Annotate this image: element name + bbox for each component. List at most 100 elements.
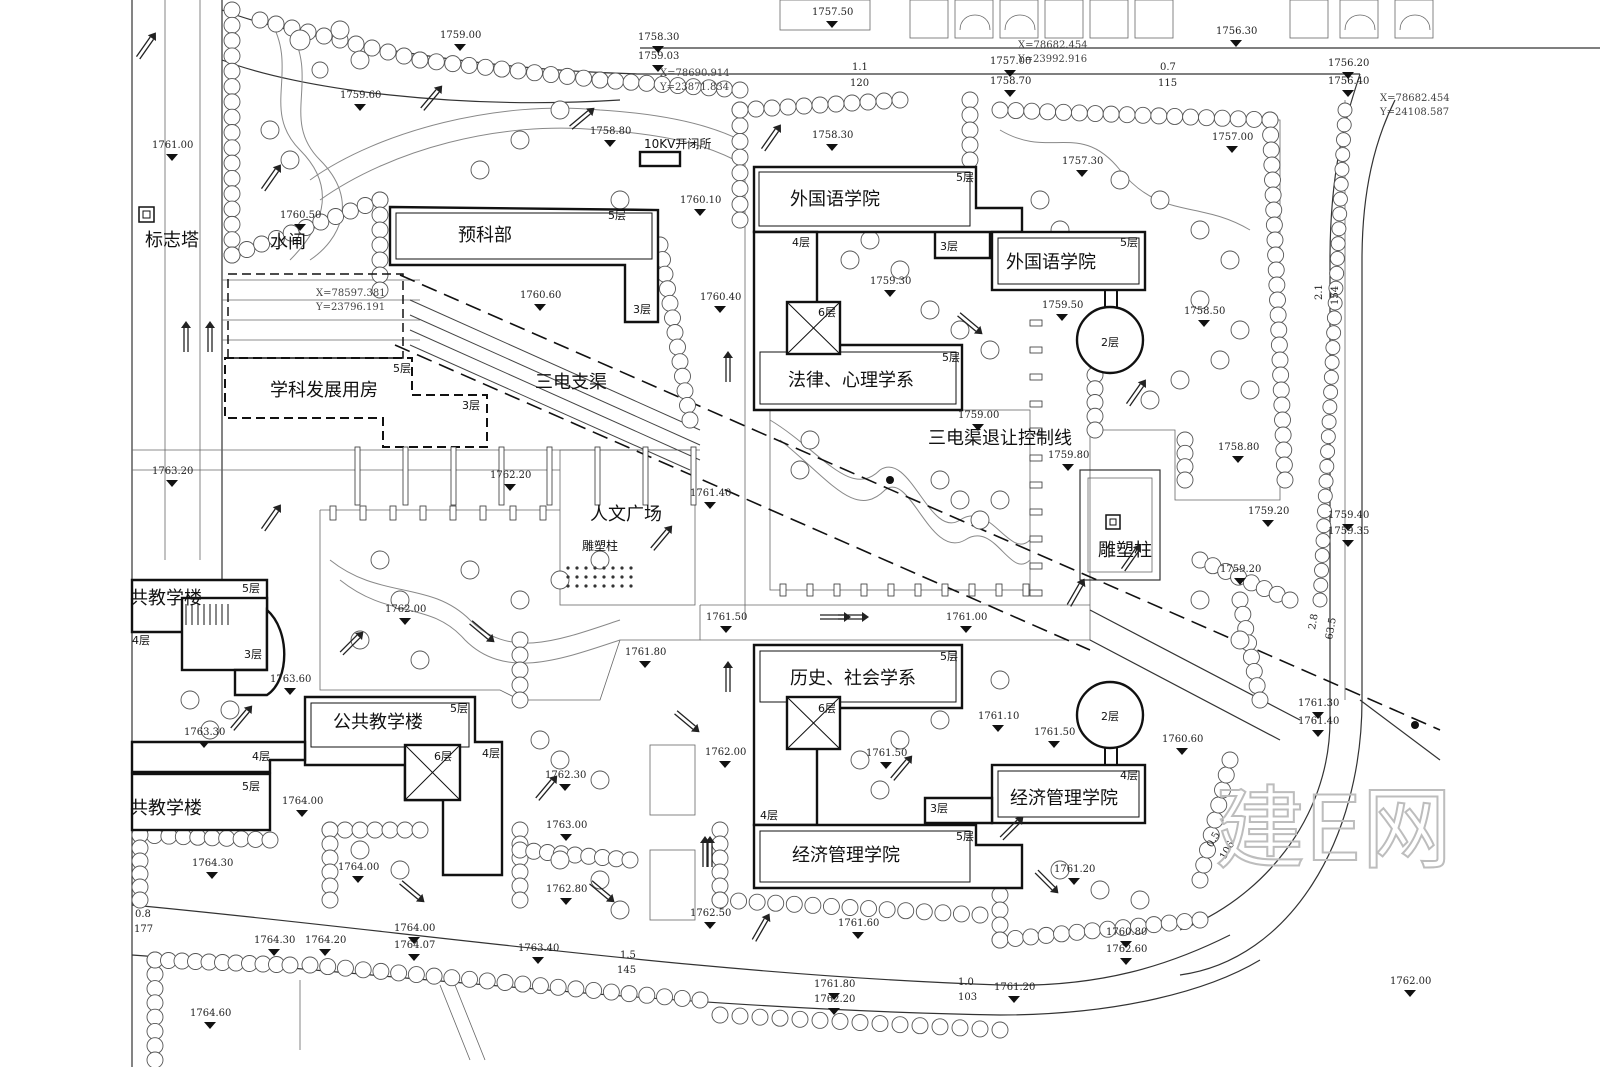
slope-arrow-icon <box>999 816 1024 841</box>
tree-icon <box>980 340 1000 360</box>
tree-icon <box>267 230 285 247</box>
sculpture-marker[interactable] <box>1105 514 1121 530</box>
tree-icon <box>891 1016 909 1034</box>
tree-icon <box>1336 117 1352 133</box>
tree-icon <box>371 191 389 209</box>
fence-post <box>354 446 361 506</box>
tree-icon <box>327 208 345 225</box>
elevation-label: 1762.20 <box>814 994 855 1005</box>
fence-post <box>968 583 976 597</box>
slope-arrow-icon <box>260 164 281 192</box>
tree-icon <box>676 382 694 400</box>
tree-icon <box>550 100 570 120</box>
building-waiguoyu-1[interactable]: 外国语学院 5层 <box>752 165 1024 260</box>
fence-post <box>389 505 397 521</box>
sculpture-column-dot <box>602 575 606 579</box>
tree-icon <box>851 1014 869 1031</box>
elevation-label: 1764.00 <box>338 862 379 873</box>
tree-icon <box>638 986 656 1004</box>
tower-marker[interactable] <box>138 206 155 223</box>
elevation-label: 1759.35 <box>1328 526 1369 537</box>
tree-icon <box>1240 380 1260 400</box>
tree-icon <box>1281 591 1299 609</box>
sculpture-column-dot <box>602 584 606 588</box>
tree-icon <box>952 905 970 923</box>
elevation-triangle-icon <box>884 290 896 297</box>
tree-icon <box>1318 473 1334 489</box>
label-shuizha: 水闸 <box>270 232 306 253</box>
elevation-triangle-icon <box>960 626 972 633</box>
tree-icon <box>238 241 256 258</box>
tree-icon <box>575 69 593 87</box>
fence-post <box>860 583 868 597</box>
elevation-label: 1760.50 <box>280 210 321 221</box>
elevation-triangle-icon <box>352 876 364 883</box>
building-jingji-2[interactable]: 经济管理学院 5层 4层 <box>752 809 1024 890</box>
tree-icon <box>1130 890 1150 910</box>
tree-icon <box>1037 926 1055 944</box>
rotunda-lower[interactable]: 2层 <box>1075 680 1145 750</box>
tree-icon <box>930 470 950 490</box>
elevation-label: 1758.70 <box>990 76 1031 87</box>
floor-label: 5层 <box>1120 236 1138 249</box>
building-gonggong-mid[interactable]: 公共教学楼 5层 6层 4层 4层 <box>130 695 504 877</box>
building-jingji-1[interactable]: 经济管理学院 4层 3层 <box>923 763 1147 825</box>
tree-icon <box>371 221 389 239</box>
watermark: 建E网 <box>1215 777 1452 882</box>
fence-post <box>594 446 601 506</box>
tree-icon <box>585 982 603 999</box>
elevation-triangle-icon <box>204 1022 216 1029</box>
building-gonggong-bot[interactable]: 共教学楼 5层 <box>130 772 272 832</box>
slope-arrow-icon <box>1034 869 1059 894</box>
slope-arrow-icon <box>957 312 983 335</box>
rotunda-upper[interactable]: 2层 <box>1075 305 1145 375</box>
label-sandian: 三电支渠 <box>535 372 607 393</box>
elevation-label: 1763.30 <box>184 727 225 738</box>
sculpture-column-dot <box>629 575 633 579</box>
fence-post <box>1029 535 1043 543</box>
tree-icon <box>1314 562 1329 578</box>
elevation-label: 1757.50 <box>812 7 853 18</box>
tree-icon <box>311 61 329 79</box>
tree-icon <box>1242 648 1260 666</box>
tree-icon <box>1231 591 1249 609</box>
tree-icon <box>731 117 749 135</box>
slope-arrow-icon <box>589 880 615 903</box>
elevation-triangle-icon <box>852 932 864 939</box>
tree-icon <box>751 1008 769 1026</box>
building-lishi[interactable]: 历史、社会学系 5层 6层 <box>752 643 964 827</box>
floor-label: 6层 <box>818 306 836 319</box>
tree-icon <box>1083 922 1101 940</box>
elevation-triangle-icon <box>559 784 571 791</box>
tree-icon <box>1262 126 1280 144</box>
floor-label: 5层 <box>242 780 260 793</box>
elevation-triangle-icon <box>1404 990 1416 997</box>
elevation-triangle-icon <box>1232 456 1244 463</box>
tree-icon <box>351 821 369 839</box>
tree-icon <box>1230 320 1250 340</box>
tree-icon <box>1176 471 1194 489</box>
elevation-triangle-icon <box>198 741 210 748</box>
building-yuke[interactable]: 预科部 5层 3层 <box>388 205 660 324</box>
tree-icon <box>859 93 877 111</box>
floor-label: 3层 <box>930 802 948 815</box>
tree-icon <box>875 92 893 110</box>
tree-icon <box>1269 291 1286 309</box>
fence-post <box>1029 589 1043 597</box>
building-gonggong-top[interactable]: 共教学楼 5层 4层 3层 <box>130 578 286 697</box>
tree-icon <box>991 886 1009 904</box>
elevation-triangle-icon <box>828 1008 840 1015</box>
floor-label: 2层 <box>1101 710 1119 723</box>
building-xueke[interactable]: 学科发展用房 5层 3层 <box>224 357 488 448</box>
label-control-line: 三电渠退让控制线 <box>928 428 1072 449</box>
building-falv[interactable]: 法律、心理学系 5层 4层 6层 <box>752 230 964 412</box>
elevation-label: 1761.60 <box>838 918 879 929</box>
elevation-triangle-icon <box>714 306 726 313</box>
tree-icon <box>1320 444 1336 459</box>
substation-box[interactable] <box>638 150 682 168</box>
building-waiguoyu-2[interactable]: 外国语学院 5层 3层 <box>940 230 1147 292</box>
tree-icon <box>363 39 381 57</box>
elevation-triangle-icon <box>1120 941 1132 948</box>
floor-label: 3层 <box>633 303 651 316</box>
tree-icon <box>1320 429 1336 445</box>
